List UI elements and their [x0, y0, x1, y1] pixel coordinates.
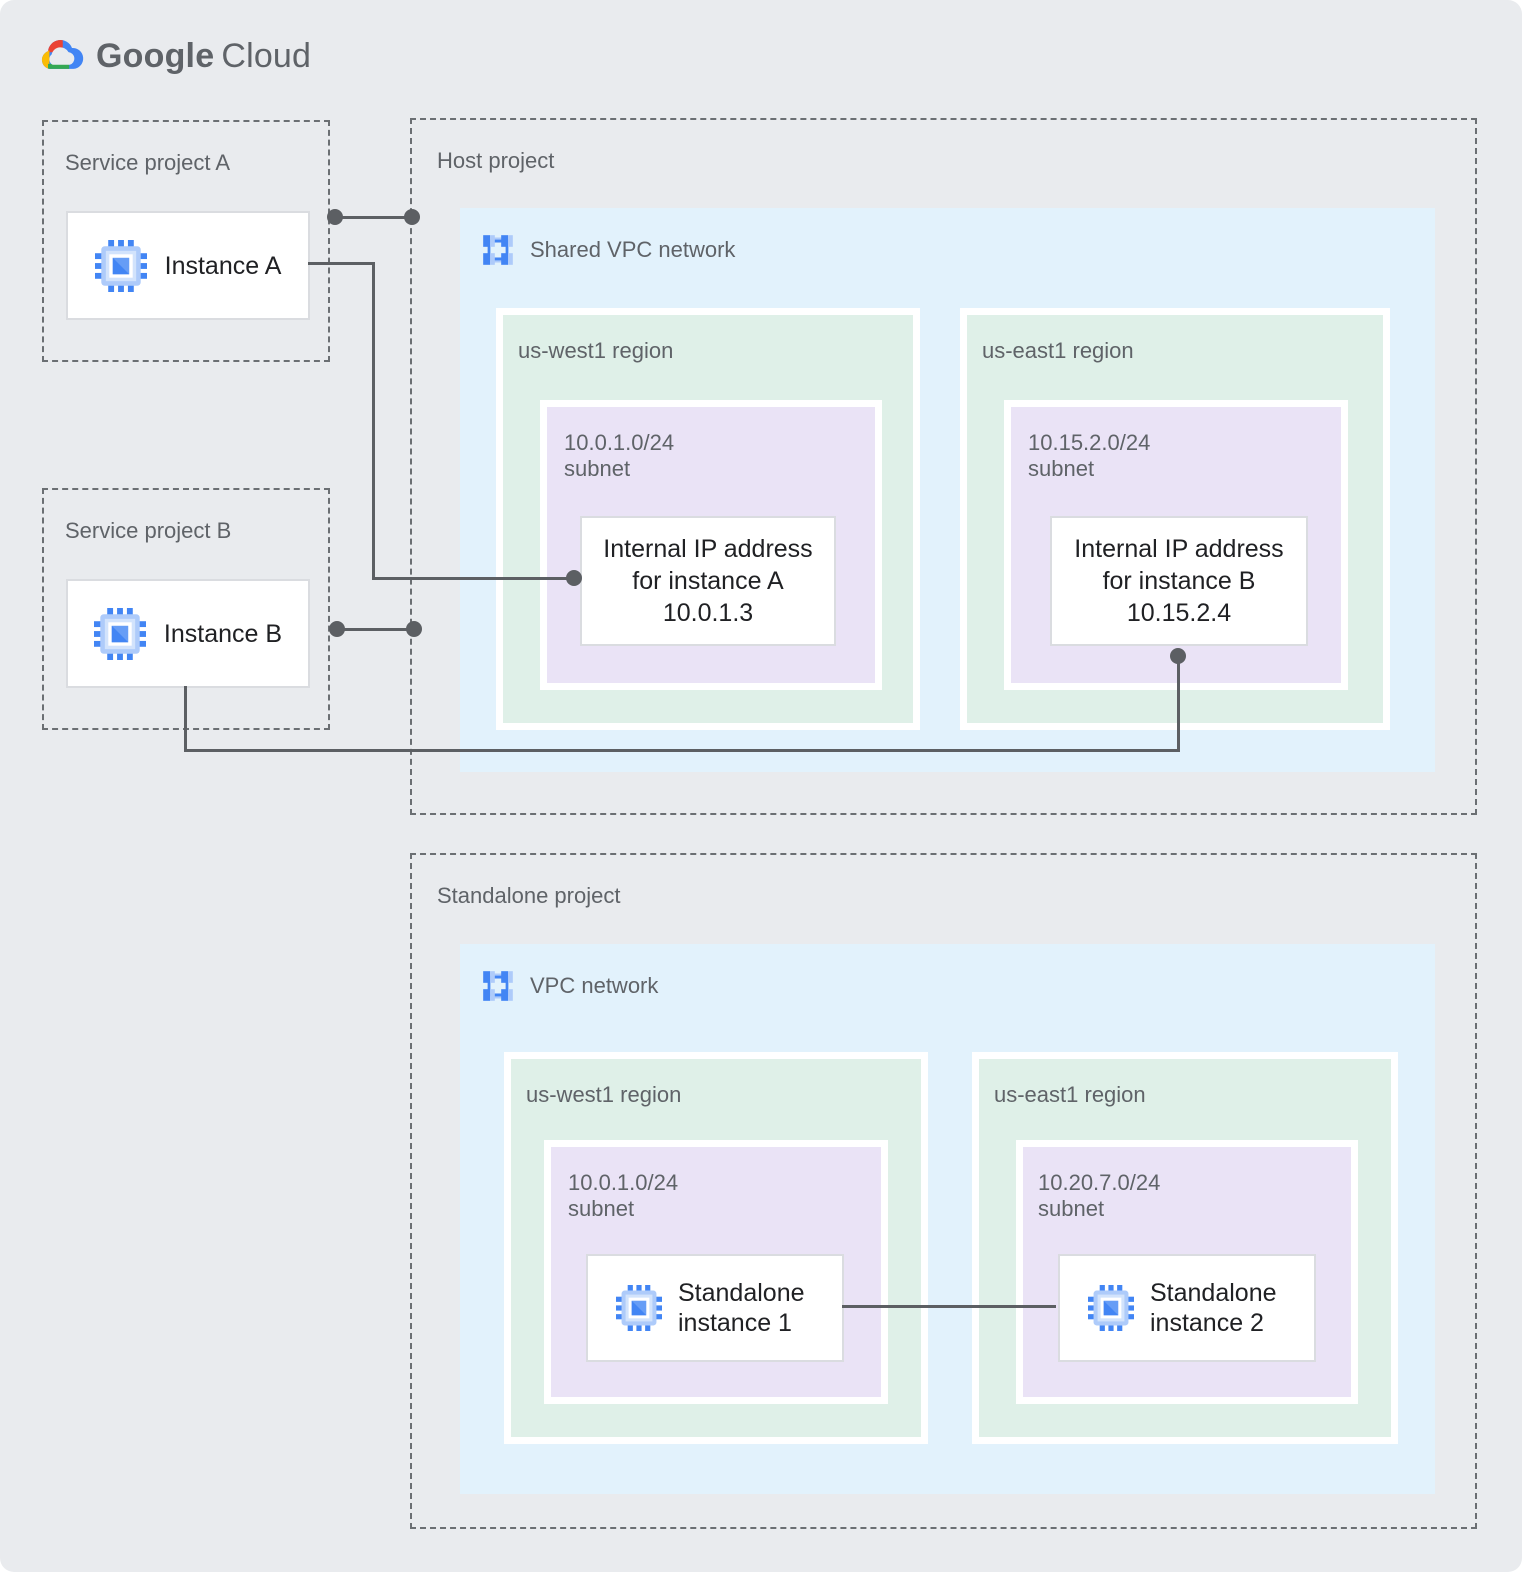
ip-a-line2: for instance A: [632, 567, 784, 595]
service-project-a-label: Service project A: [65, 150, 231, 175]
connector-dot: [404, 209, 420, 225]
ip-a-line1: Internal IP address: [603, 535, 813, 563]
connector-instanceA-seg-v: [372, 262, 375, 580]
vpc-network-icon: [480, 968, 516, 1004]
shared-vpc-network-label: Shared VPC network: [530, 237, 736, 262]
connector-instanceA-seg-h1: [308, 262, 375, 265]
standalone-subnet-us-east1-label: 10.20.7.0/24 subnet: [1038, 1170, 1160, 1222]
subnet-cidr: 10.0.1.0/24: [568, 1170, 679, 1195]
host-subnet-us-west1-label: 10.0.1.0/24 subnet: [564, 430, 674, 482]
service-project-a-box: Service project A Instance A: [42, 120, 330, 362]
host-subnet-us-east1-label: 10.15.2.0/24 subnet: [1028, 430, 1150, 482]
subnet-cidr: 10.20.7.0/24: [1038, 1170, 1161, 1195]
standalone-region-us-east1-label: us-east1 region: [994, 1082, 1146, 1107]
internal-ip-instance-b-card: Internal IP address for instance B 10.15…: [1050, 516, 1308, 646]
connector-standalone-instances: [842, 1305, 1056, 1308]
shared-vpc-network-header: Shared VPC network: [480, 232, 735, 268]
standalone-instance-1-label: Standalone instance 1: [678, 1279, 805, 1337]
instance-a-card: Instance A: [66, 211, 310, 320]
standalone-project-box: Standalone project VPC network us-west1 …: [410, 853, 1477, 1529]
instance-b-card: Instance B: [66, 579, 310, 688]
logo-brand: Google: [96, 36, 215, 75]
internal-ip-instance-a-card: Internal IP address for instance A 10.0.…: [580, 516, 836, 646]
shared-vpc-network-box: Shared VPC network us-west1 region 10.0.…: [460, 208, 1435, 772]
connector-dot: [327, 209, 343, 225]
standalone-region-us-west1-label: us-west1 region: [526, 1082, 682, 1107]
connector-projectA-to-host: [335, 216, 413, 219]
ip-b-address: 10.15.2.4: [1126, 599, 1232, 627]
vpc-network-header: VPC network: [480, 968, 658, 1004]
standalone-project-label: Standalone project: [437, 883, 621, 908]
connector-instanceB-seg-h: [184, 749, 1180, 752]
standalone-instance-1-chip-icon: [616, 1285, 662, 1331]
connector-dot: [1170, 648, 1186, 664]
standalone-instance-2-label: Standalone instance 2: [1150, 1279, 1277, 1337]
connector-dot: [566, 570, 582, 586]
connector-instanceB-seg-v1: [184, 686, 187, 752]
ip-b-line1: Internal IP address: [1074, 535, 1284, 563]
service-project-b-label: Service project B: [65, 518, 232, 543]
connector-instanceB-seg-v2: [1177, 656, 1180, 752]
instance-a-chip-icon: [95, 240, 147, 292]
subnet-kind: subnet: [1028, 456, 1095, 481]
instance-b-label: Instance B: [163, 619, 283, 648]
ip-a-address: 10.0.1.3: [662, 599, 754, 627]
host-project-box: Host project Shared VPC network us-west1…: [410, 118, 1477, 815]
vpc-network-icon: [480, 232, 516, 268]
vpc-network-label: VPC network: [530, 973, 659, 998]
subnet-kind: subnet: [1038, 1196, 1105, 1221]
instance-b-chip-icon: [94, 608, 146, 660]
logo-product: Cloud: [221, 36, 312, 75]
connector-dot: [406, 621, 422, 637]
standalone-instance-2-card: Standalone instance 2: [1058, 1254, 1316, 1362]
connector-dot: [329, 621, 345, 637]
vpc-network-box: VPC network us-west1 region 10.0.1.0/24 …: [460, 944, 1435, 1494]
service-project-b-box: Service project B Instance B: [42, 488, 330, 730]
subnet-cidr: 10.15.2.0/24: [1028, 430, 1151, 455]
standalone-instance-2-chip-icon: [1088, 1285, 1134, 1331]
host-project-label: Host project: [437, 148, 555, 173]
subnet-cidr: 10.0.1.0/24: [564, 430, 675, 455]
subnet-kind: subnet: [564, 456, 631, 481]
google-cloud-logo-icon: [36, 36, 84, 76]
subnet-kind: subnet: [568, 1196, 635, 1221]
host-region-us-east1-label: us-east1 region: [982, 338, 1134, 363]
host-region-us-west1-label: us-west1 region: [518, 338, 674, 363]
instance-a-label: Instance A: [164, 251, 282, 280]
ip-b-line2: for instance B: [1102, 567, 1256, 595]
connector-instanceA-seg-h2: [372, 577, 574, 580]
connector-projectB-to-host: [337, 628, 415, 631]
standalone-instance-1-card: Standalone instance 1: [586, 1254, 844, 1362]
standalone-subnet-us-west1-label: 10.0.1.0/24 subnet: [568, 1170, 678, 1222]
